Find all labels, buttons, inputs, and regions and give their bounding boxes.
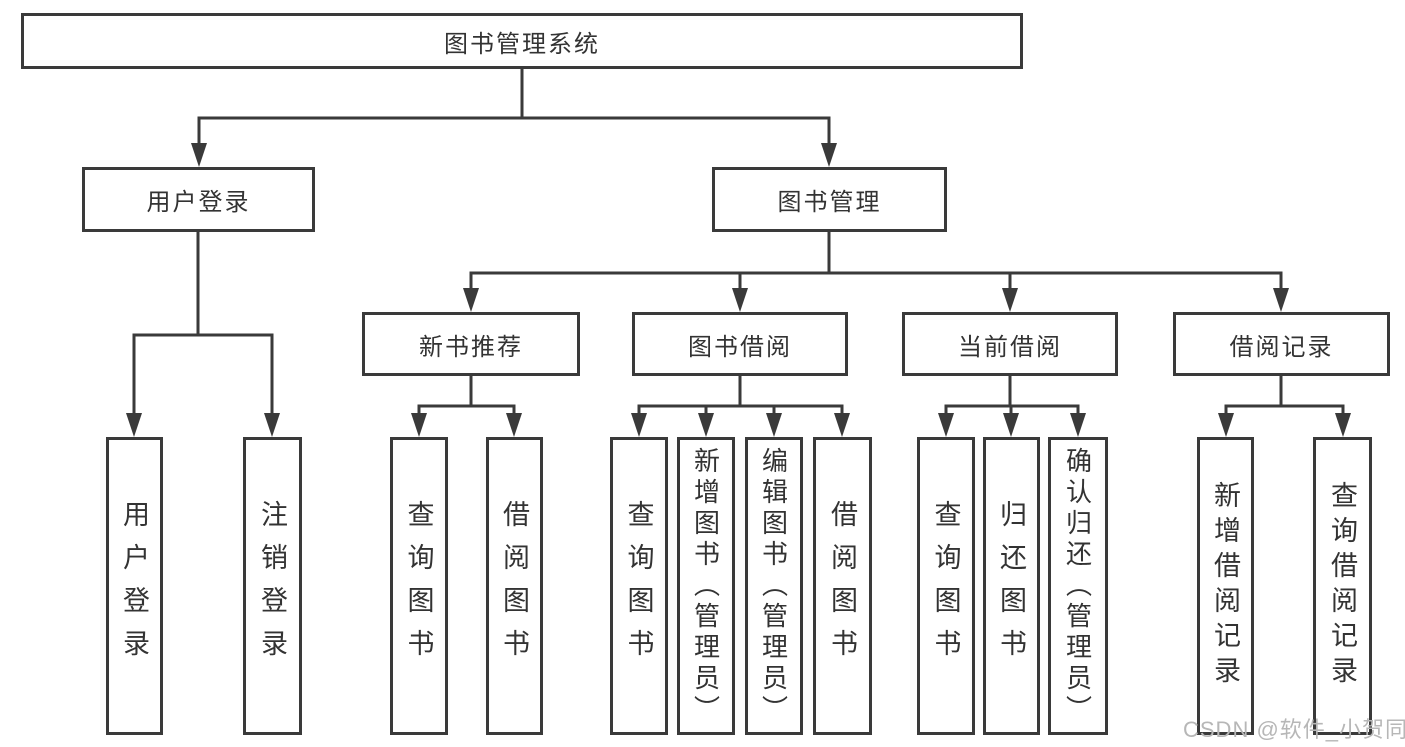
node-logout: 注销登录 [243,437,302,735]
arrowheads [126,143,1351,437]
node-confirm-return-admin: 确认归还（管理员） [1048,437,1108,735]
node-label: 新增图书（管理员） [690,446,721,726]
node-library-management-system: 图书管理系统 [21,13,1023,69]
node-label: 借阅记录 [1229,333,1334,361]
node-borrow-books: 借阅图书 [813,437,872,735]
node-label: 图书管理系统 [444,30,600,58]
node-user-login: 用户登录 [106,437,163,735]
node-user-login-group: 用户登录 [82,167,315,232]
node-return-book: 归还图书 [983,437,1040,735]
node-current-borrowing: 当前借阅 [902,312,1118,376]
node-label: 用户登录 [119,500,149,672]
node-label: 确认归还（管理员） [1062,446,1093,726]
node-label: 图书管理 [777,189,882,216]
node-borrow-books: 借阅图书 [486,437,543,735]
node-label: 归还图书 [996,500,1026,672]
node-query-books: 查询图书 [917,437,975,735]
node-label: 查询图书 [623,500,654,672]
node-label: 借阅图书 [499,500,529,672]
node-add-book-admin: 新增图书（管理员） [677,437,735,735]
node-query-borrow-record: 查询借阅记录 [1313,437,1372,735]
node-query-books: 查询图书 [390,437,448,735]
node-label: 借阅图书 [827,500,857,672]
node-label: 查询图书 [403,500,434,672]
node-label: 注销登录 [257,500,287,672]
node-query-books: 查询图书 [610,437,668,735]
node-label: 图书借阅 [688,333,792,361]
node-edit-book-admin: 编辑图书（管理员） [745,437,803,735]
node-label: 新书推荐 [419,333,523,361]
node-add-borrow-record: 新增借阅记录 [1197,437,1254,735]
node-label: 查询借阅记录 [1327,481,1357,691]
node-book-borrowing: 图书借阅 [632,312,848,376]
csdn-watermark: CSDN @软件_小贺同学 [1183,717,1405,742]
node-book-management: 图书管理 [712,167,947,232]
node-label: 当前借阅 [958,333,1062,361]
node-label: 编辑图书（管理员） [758,446,789,726]
node-new-book-recommendation: 新书推荐 [362,312,580,376]
node-label: 查询图书 [930,500,961,672]
node-label: 用户登录 [146,189,251,216]
node-borrowing-records: 借阅记录 [1173,312,1390,376]
node-label: 新增借阅记录 [1210,481,1240,691]
